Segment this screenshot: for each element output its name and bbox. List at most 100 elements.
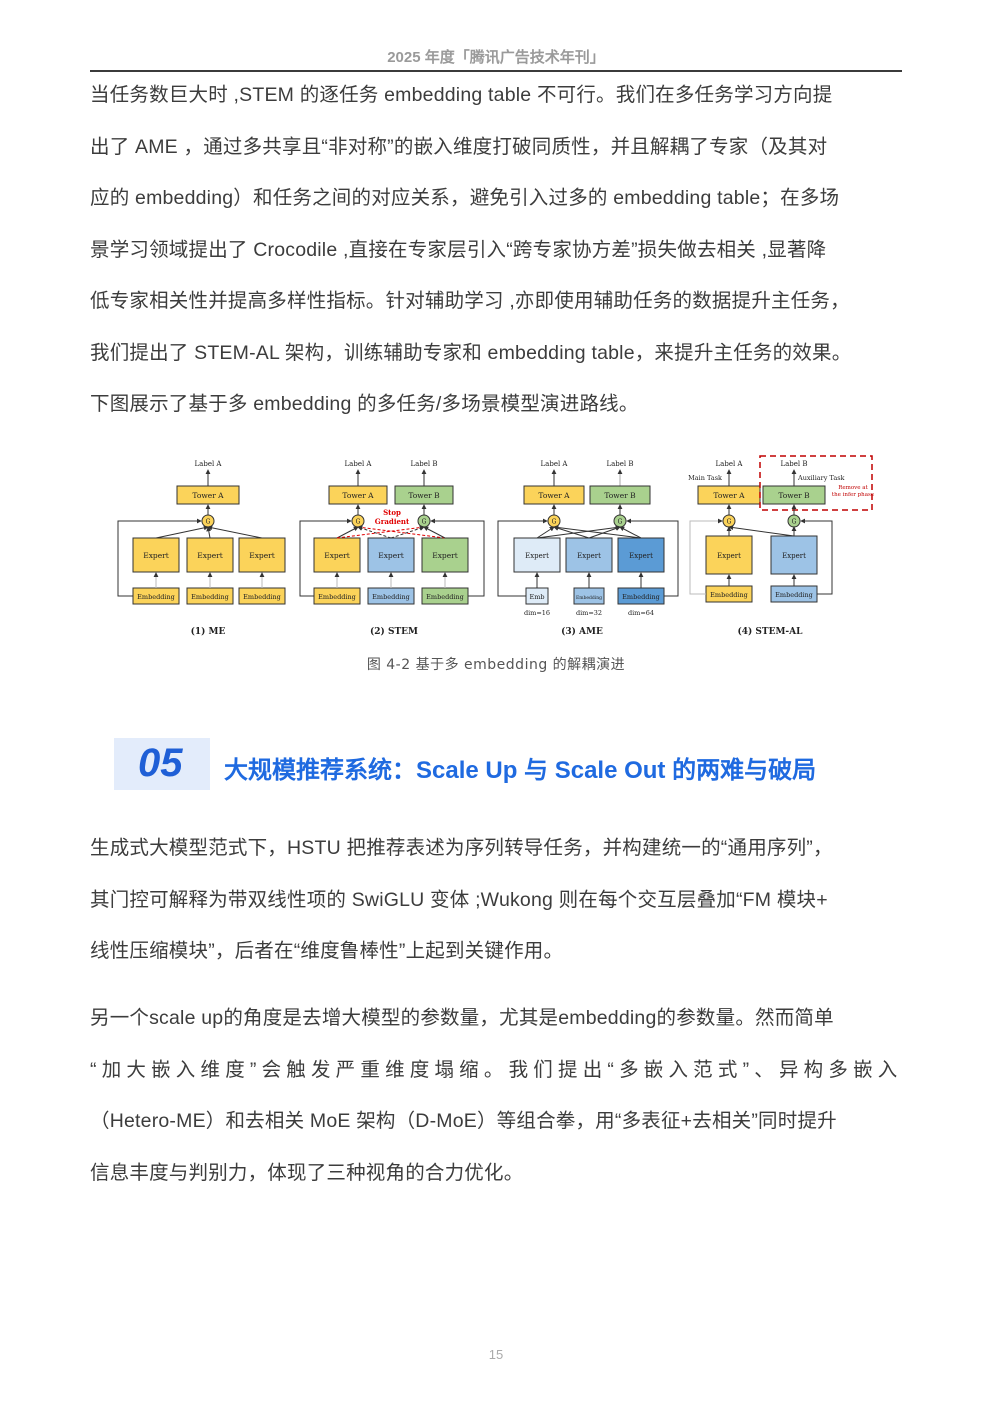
skip-connection [299,518,352,597]
figure-caption: 图 4-2 基于多 embedding 的解耦演进 [366,657,626,673]
embedding-box-label: Embedding [318,593,356,601]
tower-a-label: Tower A [192,491,224,500]
embedding-box-label: Emb [529,593,544,601]
expert-box-label: Expert [525,552,549,560]
expert-box-label: Expert [249,551,275,560]
text-line: 生成式大模型范式下，HSTU 把推荐表述为序列转导任务，并构建统一的“通用序列”… [90,837,833,859]
section-title: 大规模推荐系统：Scale Up 与 Scale Out 的两难与破局 [224,757,817,784]
embedding-box-label: Embedding [622,593,660,601]
scaleup-paragraph: 另一个scale up的角度是去增大模型的参数量，尤其是embedding的参数… [90,993,905,1199]
label-a: Label A [716,460,744,468]
gate-label: G [356,519,361,526]
expert-to-gate [553,525,642,539]
expert-to-gate [390,525,425,539]
text-line: “加大嵌入维度”会触发严重维度塌缩。我们提出“多嵌入范式”、异构多嵌入 [90,1058,903,1081]
expert-box [770,535,818,575]
text-line: （Hetero-ME）和去相关 MoE 架构（D-MoE）等组合拳，用“多表征+… [90,1110,837,1132]
header-divider [90,70,902,72]
auxiliary-task-label: Auxiliary Task [797,474,845,482]
expert-box-label: Expert [197,551,223,560]
embedding-box-label: Embedding [426,593,464,601]
skip-connection [800,518,833,595]
embedding-box-label: Embedding [137,593,175,601]
text-line: 景学习领域提出了 Crocodile ,直接在专家层引入“跨专家协方差”损失做去… [90,238,827,261]
tower-b [589,485,651,505]
page-number: 15 [488,1347,504,1362]
expert-to-gate [155,525,209,539]
embedding-box-label: Embedding [710,591,748,599]
section-number: 05 [138,741,183,785]
text-line: 出了 AME ，通过多共享且“非对称”的嵌入维度打破同质性，并且解耦了专家（及其… [90,135,828,158]
tower-a-label: Tower A [538,491,570,500]
expert-to-gate [357,525,446,539]
gate-label: G [422,519,427,526]
expert-box-label: Expert [629,552,653,560]
expert-box-label: Expert [782,552,806,560]
gate-label: G [552,519,557,526]
infer-annotation: Remove at [838,485,868,491]
expert-box-label: Expert [324,551,350,560]
expert-to-gate [207,525,263,539]
panel-label: (2) STEM [370,626,418,637]
text-line: 应的 embedding）和任务之间的对应关系，避免引入过多的 embeddin… [90,187,840,209]
gate-label: G [206,519,211,526]
label-a: Label A [345,460,373,468]
expert-to-gate [336,525,425,539]
intro-paragraph: 当任务数巨大时 ,STEM 的逐任务 embedding table 不可行。我… [90,70,905,431]
tower-a-label: Tower A [713,491,745,500]
expert-box [313,537,361,573]
dim-label: dim=32 [576,609,602,617]
expert-to-gate [336,526,359,539]
tower-a [523,485,585,505]
hstu-paragraph: 生成式大模型范式下，HSTU 把推荐表述为序列转导任务，并构建统一的“通用序列”… [90,823,905,978]
tower-b [762,485,826,505]
text-line: 下图展示了基于多 embedding 的多任务/多场景模型演进路线。 [90,393,639,415]
panel-label: (1) ME [191,626,226,637]
expert-to-gate [206,526,212,539]
expert-to-gate [423,526,446,539]
expert-box [186,537,234,573]
panel-label: (4) STEM-AL [738,626,804,637]
label-a: Label A [541,460,569,468]
expert-to-gate [619,526,642,539]
expert-box-label: Expert [577,552,601,560]
expert-box [565,537,613,573]
gate-label: G [727,519,732,526]
stop-gradient-label: Gradient [375,517,410,526]
text-line: 我们提出了 STEM-AL 架构，训练辅助专家和 embedding table… [90,341,852,364]
expert-to-gate [536,526,555,539]
expert-box-label: Expert [432,551,458,560]
tower-a [328,485,388,505]
expert-box [132,537,180,573]
infer-annotation: the infer phase [832,492,874,498]
stop-gradient-label: Stop [383,508,401,517]
label-b: Label B [780,460,807,468]
skip-connection [689,518,723,595]
tower-b-label: Tower B [778,491,810,500]
skip-connection [117,518,202,597]
text-line: 线性压缩模块”，后者在“维度鲁棒性”上起到关键作用。 [90,940,564,962]
text-line: 信息丰度与判别力，体现了三种视角的合力优化。 [90,1161,524,1184]
dim-label: dim=16 [524,609,550,617]
tower-a [176,485,240,505]
expert-to-gate [536,525,621,539]
text-line: 低专家相关性并提高多样性指标。针对辅助学习 ,亦即使用辅助任务的数据提升主任务， [90,290,850,312]
text-line: 其门控可解释为带双线性项的 SwiGLU 变体 ;Wukong 则在每个交互层叠… [90,888,828,911]
embedding-box-label: Embedding [191,593,229,601]
expert-box [367,537,415,573]
expert-box-label: Expert [143,551,169,560]
expert-to-gate [728,525,795,537]
text-line: 当任务数巨大时 ,STEM 的逐任务 embedding table 不可行。我… [90,84,833,106]
tower-a-label: Tower A [342,491,374,500]
expert-box-label: Expert [378,551,404,560]
tower-b-label: Tower B [408,491,440,500]
embedding-box-label: Embedding [576,595,602,601]
main-task-label: Main Task [688,474,722,482]
embedding-box-label: Embedding [372,593,410,601]
expert-to-gate [357,525,392,539]
label-b: Label B [606,460,633,468]
expert-to-gate [588,526,621,539]
label-b: Label B [410,460,437,468]
removable-region [759,455,873,511]
